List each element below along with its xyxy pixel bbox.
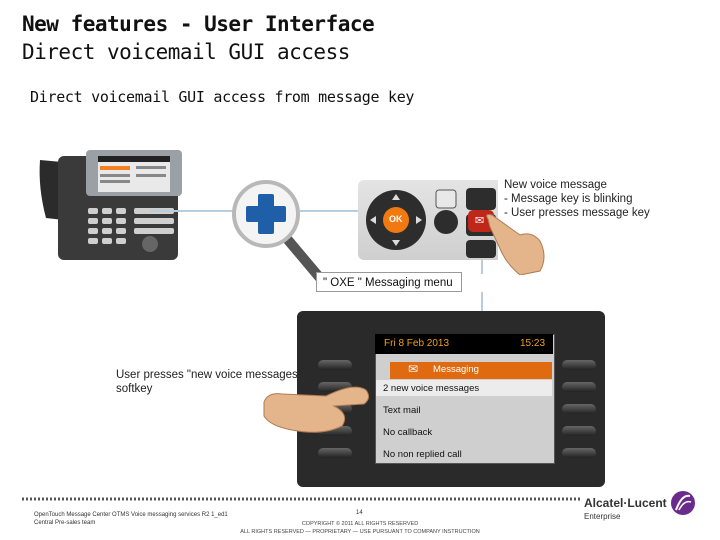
logo-name: Alcatel·Lucent	[584, 496, 667, 510]
softkey-right-3[interactable]	[562, 404, 596, 414]
softkey-right-2[interactable]	[562, 382, 596, 392]
footer-line: OpenTouch Message Center OTMS Voice mess…	[34, 512, 228, 518]
menu-row-new-voice-messages[interactable]: 2 new voice messages	[383, 383, 480, 394]
softkey-left-5[interactable]	[318, 448, 352, 458]
slide-subtitle: Direct voicemail GUI access from message…	[30, 88, 415, 106]
footer-line: COPYRIGHT © 2011 ALL RIGHTS RESERVED	[301, 521, 419, 527]
envelope-icon: ✉	[475, 214, 485, 227]
softkey-right-1[interactable]	[562, 360, 596, 370]
note-line: softkey	[116, 383, 153, 395]
desk-phone-image	[39, 150, 182, 260]
menu-row-highlight	[376, 380, 552, 396]
note-line: User presses "new voice messages"	[116, 369, 302, 381]
messaging-tab-label: Messaging	[433, 364, 479, 375]
menu-row-no-callback[interactable]: No callback	[383, 427, 433, 438]
softkey-press-note: User presses "new voice messages" softke…	[116, 368, 302, 396]
note-line: New voice message	[504, 179, 607, 191]
connector-line	[300, 210, 360, 212]
hand-pointer-icon	[486, 214, 545, 275]
slide-title-secondary: Direct voicemail GUI access	[22, 40, 350, 64]
alcatel-lucent-logo-icon	[671, 491, 695, 515]
connector-line	[481, 292, 483, 312]
softkey-right-5[interactable]	[562, 448, 596, 458]
slide-title: New features - User Interface	[22, 12, 375, 36]
menu-row-text-mail[interactable]: Text mail	[383, 405, 421, 416]
ok-key-label: OK	[389, 214, 403, 224]
keypad-closeup: OK	[358, 180, 498, 260]
footer-source: OpenTouch Message Center OTMS Voice mess…	[34, 511, 228, 527]
messaging-tab[interactable]	[390, 362, 552, 379]
new-message-note: New voice message - Message key is blink…	[504, 178, 650, 220]
menu-row-no-non-replied-call[interactable]: No non replied call	[383, 449, 462, 460]
display-date: Fri 8 Feb 2013	[384, 338, 450, 349]
connector-line	[150, 210, 236, 212]
footer-line: ALL RIGHTS RESERVED — PROPRIETARY — USE …	[240, 529, 480, 535]
display-time: 15:23	[520, 338, 546, 349]
zoom-magnifier-icon	[232, 180, 325, 283]
phone-display	[375, 334, 555, 464]
footer-dotted-divider	[22, 497, 582, 501]
envelope-icon: ✉	[408, 362, 419, 376]
hand-pointer-icon	[263, 386, 370, 433]
logo-subtitle: Enterprise	[584, 512, 621, 521]
messaging-menu-label: " OXE " Messaging menu	[316, 272, 462, 292]
note-line: - Message key is blinking	[504, 193, 633, 205]
footer-copyright: COPYRIGHT © 2011 ALL RIGHTS RESERVED ALL…	[240, 520, 480, 536]
note-line: - User presses message key	[504, 207, 650, 219]
softkey-right-4[interactable]	[562, 426, 596, 436]
page-number: 14	[356, 510, 363, 516]
display-status-bar	[375, 334, 553, 354]
softkey-left-1[interactable]	[318, 360, 352, 370]
softkey-left-2[interactable]	[318, 382, 352, 392]
softkey-left-4[interactable]	[318, 426, 352, 436]
footer-line: Central Pre-sales team	[34, 520, 96, 526]
